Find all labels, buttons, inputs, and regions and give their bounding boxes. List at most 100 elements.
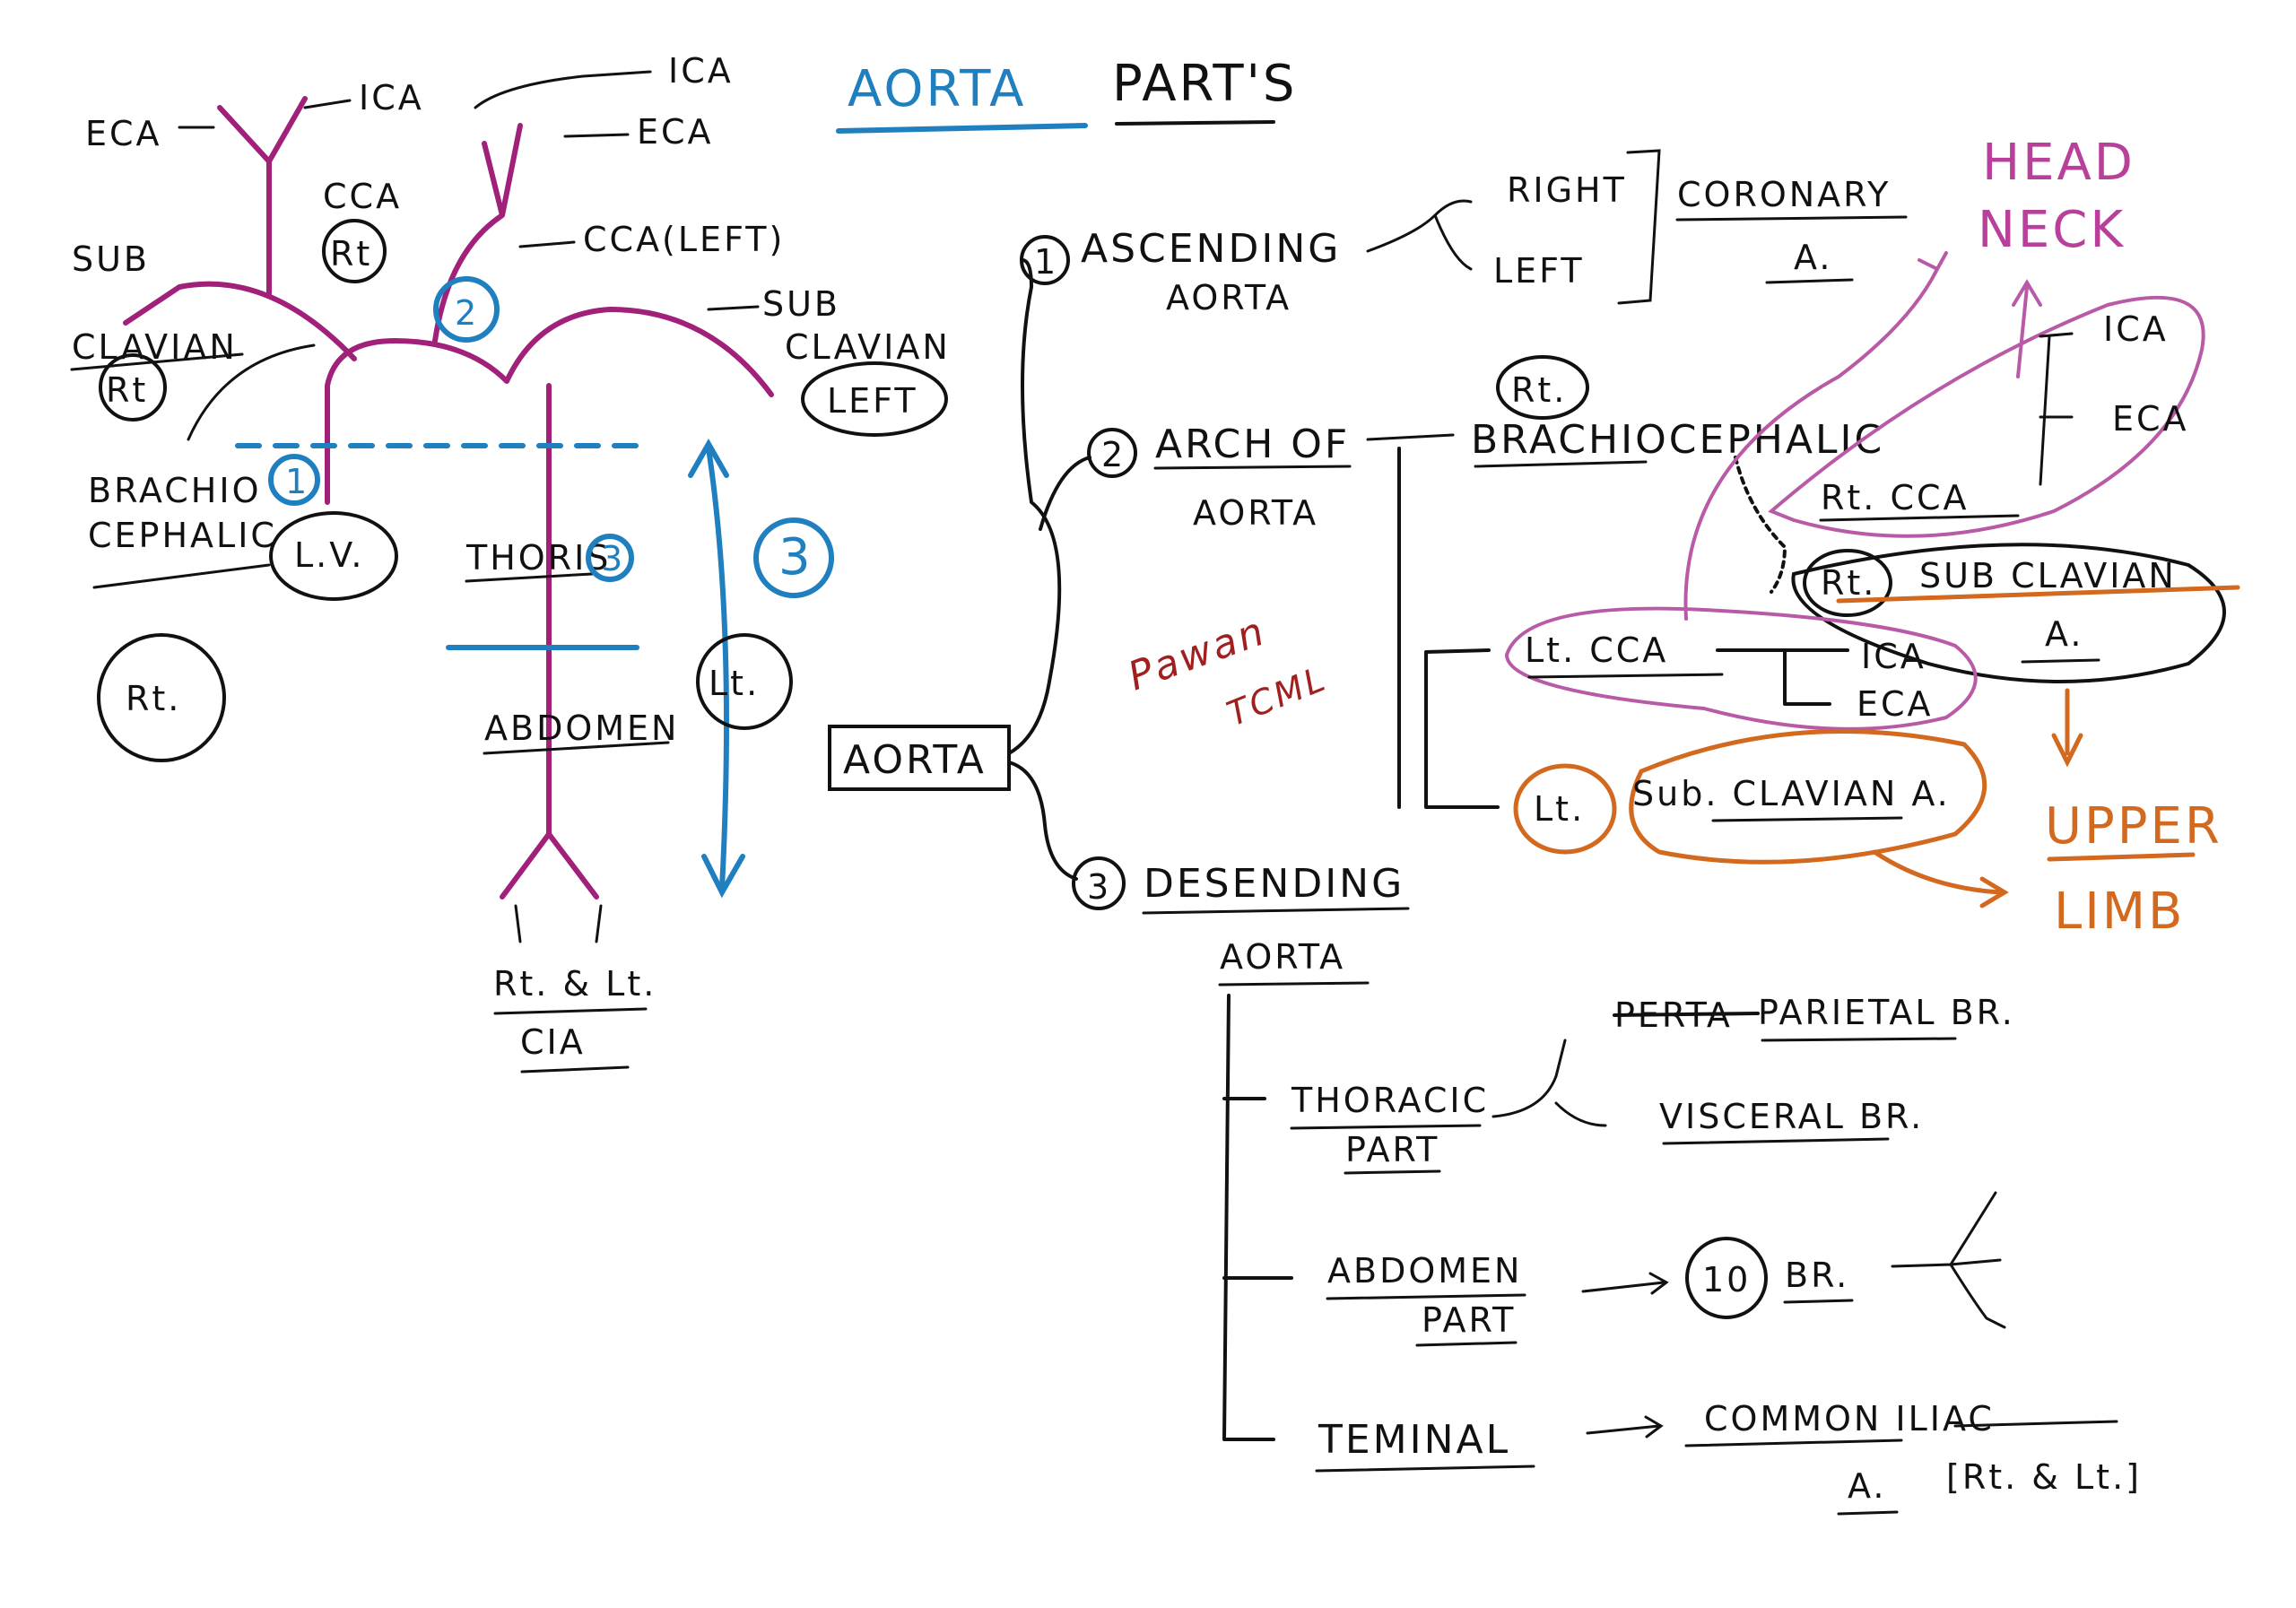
ica-left-label: ICA xyxy=(359,78,424,117)
lt-sub-clavian-label: Sub. CLAVIAN A. xyxy=(1632,774,1951,813)
desending-line1: DESENDING xyxy=(1144,861,1405,907)
aorta-branch-tree: AORTA 1 ASCENDING AORTA RIGHT LEFT CORON… xyxy=(828,134,2240,1516)
rt-sub-rt: Rt. xyxy=(1821,563,1876,603)
cia-line1: Rt. & Lt. xyxy=(493,964,657,1004)
abdomen-part-line1: ABDOMEN xyxy=(1327,1251,1522,1291)
cia-arrows xyxy=(514,904,603,943)
ica-top-pointer xyxy=(474,70,652,109)
upper-underline xyxy=(2047,852,2196,862)
teminal-arrow-head xyxy=(1644,1415,1664,1439)
ica2-label: ICA xyxy=(1861,637,1926,676)
title-aorta: AORTA xyxy=(848,60,1026,118)
branch-1-label: 1 xyxy=(285,462,309,501)
common-underline xyxy=(1684,1439,1903,1447)
tree-link-arch xyxy=(1039,456,1091,531)
abdomen-part-underline xyxy=(1326,1293,1526,1300)
lt-sub-lt: Lt. xyxy=(1534,789,1585,829)
cia-line2-underline xyxy=(520,1065,630,1073)
eca-left-label: ECA xyxy=(85,114,162,153)
brachio-rt-circle xyxy=(1496,355,1589,420)
rt-cca-underline xyxy=(1819,514,2020,522)
brachio-chain xyxy=(1734,456,1787,594)
eca2-label: ECA xyxy=(1857,684,1934,724)
lt-sub-to-upper-head xyxy=(1979,876,2009,908)
sub-r-left-label: LEFT xyxy=(827,381,918,421)
rt-sub-to-upper-arrow xyxy=(2051,688,2083,768)
thoracic-line2: PART xyxy=(1345,1130,1439,1169)
aorta-root-box xyxy=(828,725,1011,791)
rt-sub-clavian-loop xyxy=(1791,543,2226,683)
abdomen-label: ABDOMEN xyxy=(484,708,679,748)
abdomen-underline xyxy=(483,741,670,755)
ica-left-arrow xyxy=(303,99,352,109)
right-label: RIGHT xyxy=(1507,170,1627,210)
parietal-label: PARIETAL BR. xyxy=(1758,993,2015,1032)
iliac-underline xyxy=(1953,1420,2118,1428)
thoracic-line1: THORACIC xyxy=(1291,1081,1489,1120)
ica-label: ICA xyxy=(2103,309,2169,349)
eca-label: ECA xyxy=(2112,399,2189,439)
thoracic-line2-underline xyxy=(1344,1169,1441,1175)
desending-tree-lines xyxy=(1222,994,1293,1441)
rt-sub-a-underline xyxy=(2021,658,2100,664)
ascending-line1: ASCENDING xyxy=(1081,226,1341,272)
cia-line2: CIA xyxy=(520,1022,586,1062)
brachio-line1: BRACHIO xyxy=(88,471,261,510)
arch-underline xyxy=(1153,465,1352,470)
iliac-a: A. xyxy=(1848,1466,1886,1506)
branch-2-circle xyxy=(433,276,500,343)
thoracic-split xyxy=(1492,1039,1607,1127)
part-3-circle xyxy=(753,517,834,598)
rt-sub-clavian-underline xyxy=(1836,585,2240,604)
rt-sub-rt-circle xyxy=(1803,549,1892,617)
branch-2-label: 2 xyxy=(455,293,479,333)
cca-left-label: CCA(LEFT) xyxy=(583,220,785,259)
neck-label: NECK xyxy=(1978,201,2126,259)
sub-clavian-left-line1: SUB xyxy=(72,239,150,279)
head-neck-loop xyxy=(1768,295,2205,538)
tree-n3-circle xyxy=(1072,856,1126,910)
abdomen-part-line2-underline xyxy=(1415,1341,1518,1347)
iliac-a-underline xyxy=(1837,1510,1899,1516)
rt-sub-a: A. xyxy=(2045,614,2083,654)
lt-cca-split xyxy=(1716,648,1849,706)
upper-label: UPPER xyxy=(2045,797,2222,856)
tree-n1-circle xyxy=(1020,235,1070,285)
tree-n1: 1 xyxy=(1034,242,1058,282)
br-underline xyxy=(1783,1299,1854,1304)
cia-line1-underline xyxy=(493,1007,648,1015)
lt-circle xyxy=(696,633,793,730)
brachio-line2: CEPHALIC xyxy=(88,516,277,555)
tree-n3: 3 xyxy=(1087,867,1111,907)
sub-r-line2: CLAVIAN xyxy=(785,327,951,367)
rt-cca-label: Rt. CCA xyxy=(1821,478,1970,517)
head-neck-arrow-head-1 xyxy=(1918,251,1948,271)
title-parts: PART'S xyxy=(1112,55,1297,113)
brachio-pointer xyxy=(187,343,316,441)
coronary-bracket xyxy=(1617,149,1661,305)
ten-label: 10 xyxy=(1702,1260,1751,1299)
brachiocephalic-label: BRACHIOCEPHALIC xyxy=(1471,417,1884,463)
extent-double-arrow xyxy=(706,446,729,891)
lt-sub-clavian-underline xyxy=(1711,816,1903,822)
cca-left-arrow xyxy=(518,240,576,248)
lt-cca-underline xyxy=(1527,673,1724,679)
desending-line2: AORTA xyxy=(1220,937,1345,977)
visceral-underline xyxy=(1662,1137,1890,1145)
tree-trunk-upper xyxy=(1007,258,1062,755)
sub-r-line1: SUB xyxy=(762,284,840,324)
tree-n2: 2 xyxy=(1101,435,1126,474)
arch-line2: AORTA xyxy=(1193,493,1318,533)
br-fork xyxy=(1891,1191,2006,1329)
cca-rt-circle xyxy=(322,219,387,283)
lv-label: L.V. xyxy=(294,535,364,575)
parietal-strike-line xyxy=(1613,1012,1760,1017)
visceral-label: VISCERAL BR. xyxy=(1659,1097,1924,1136)
cca-rt-label: Rt xyxy=(330,234,372,274)
teminal-label: TEMINAL xyxy=(1318,1417,1510,1463)
aorta-root-label: AORTA xyxy=(843,737,987,783)
arch-line1: ARCH OF xyxy=(1155,422,1350,467)
teminal-underline xyxy=(1315,1465,1535,1473)
left-label: LEFT xyxy=(1493,251,1585,291)
